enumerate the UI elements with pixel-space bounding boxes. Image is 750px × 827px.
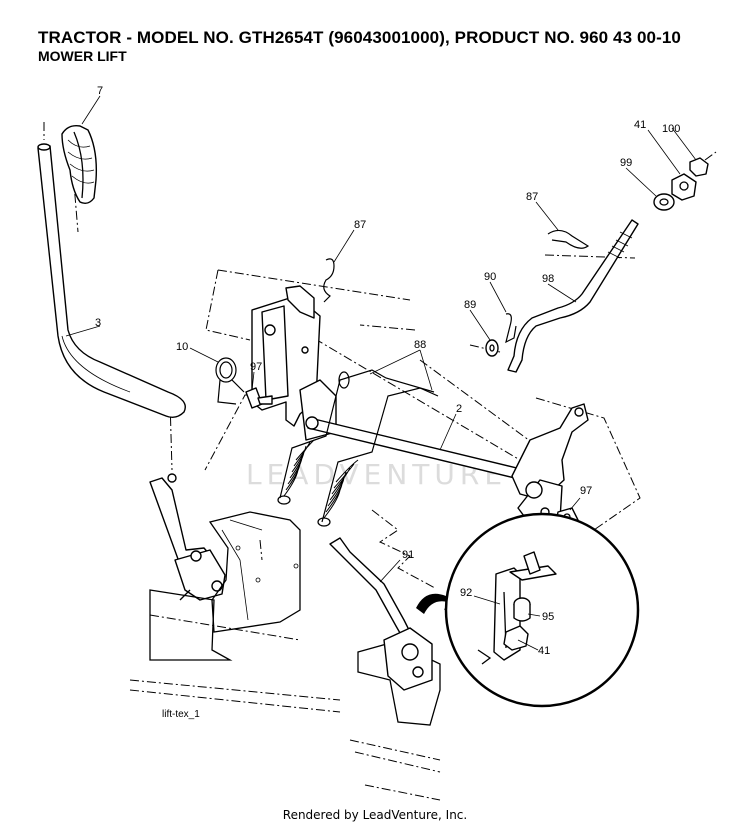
part-7-handle-grip <box>61 124 98 205</box>
callout-97: 97 <box>250 361 262 373</box>
part-center-bracket <box>251 285 337 441</box>
leader-lines <box>65 95 697 651</box>
part-91-rod <box>329 537 456 691</box>
callout-89: 89 <box>464 299 476 311</box>
part-2-cross-shaft <box>305 416 526 481</box>
callout-91: 91 <box>402 549 414 561</box>
callout-90: 90 <box>484 271 496 283</box>
figure-id: lift-tex_1 <box>162 709 200 720</box>
callout-100: 100 <box>662 123 680 135</box>
callout-41b: 41 <box>538 645 550 657</box>
callout-97b: 97 <box>580 485 592 497</box>
callout-10: 10 <box>176 341 188 353</box>
part-3-lift-lever <box>37 143 186 419</box>
callout-92: 92 <box>460 587 472 599</box>
page-title: TRACTOR - MODEL NO. GTH2654T (9604300100… <box>38 28 681 47</box>
callout-labels: 7 3 10 97 87 88 2 87 90 98 89 41 100 99 … <box>95 85 680 657</box>
callout-87b: 87 <box>526 191 538 203</box>
detail-inset <box>444 512 640 708</box>
callout-87: 87 <box>354 219 366 231</box>
section-subtitle: MOWER LIFT <box>38 48 127 64</box>
part-89-90-washer-pin <box>485 313 517 357</box>
callout-2: 2 <box>456 403 462 415</box>
callout-3: 3 <box>95 317 101 329</box>
part-right-lift-arm <box>511 403 589 525</box>
callout-88: 88 <box>414 339 426 351</box>
callout-41: 41 <box>634 119 646 131</box>
part-rear-linkage <box>149 473 226 601</box>
assembly-lines <box>43 122 717 801</box>
callout-7: 7 <box>97 85 103 97</box>
callout-98: 98 <box>542 273 554 285</box>
part-99-41-100-nuts <box>653 157 709 211</box>
footer-credit: Rendered by LeadVenture, Inc. <box>282 808 468 822</box>
callout-95: 95 <box>542 611 554 623</box>
part-87-hairpin-clips <box>323 229 590 303</box>
callout-99: 99 <box>620 157 632 169</box>
part-10-torsion-spring <box>215 357 245 405</box>
part-88-extension-springs <box>277 369 439 527</box>
part-98-lift-rod <box>507 219 639 373</box>
